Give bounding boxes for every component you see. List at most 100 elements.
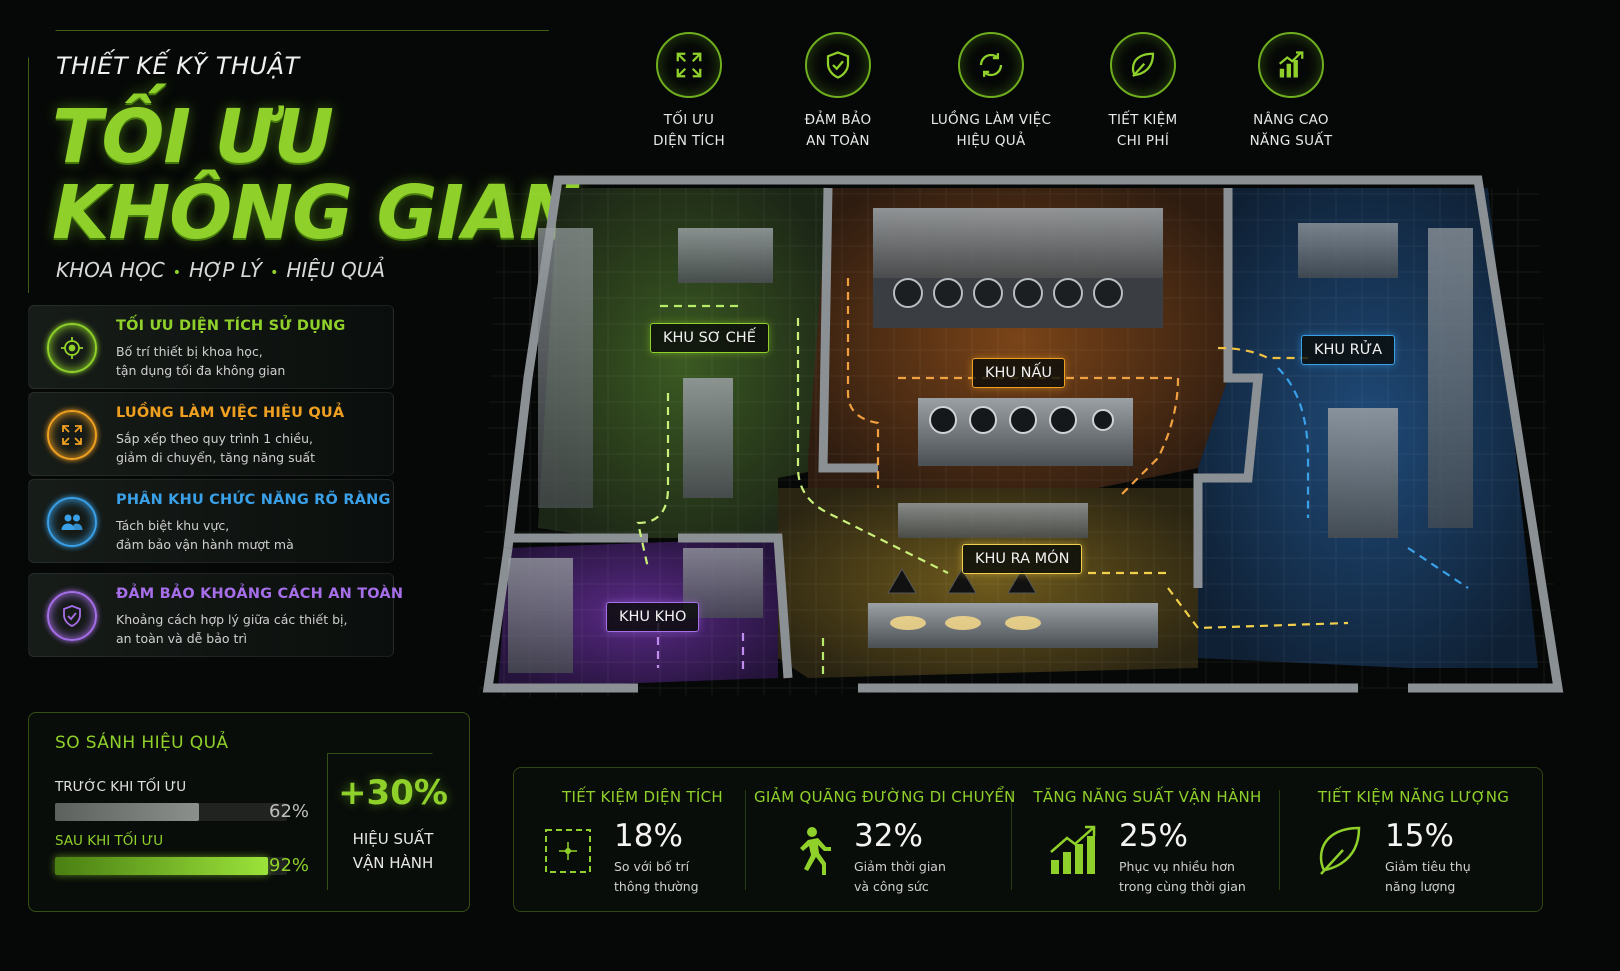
stat-desc-line: và công sức xyxy=(854,879,929,894)
stat-value: 25% xyxy=(1119,818,1188,854)
stat-value: 18% xyxy=(614,818,683,854)
leaf-icon xyxy=(1110,32,1176,98)
benefit-label-line: TỐI ƯU xyxy=(663,112,715,128)
feature-title: PHÂN KHU CHỨC NĂNG RÕ RÀNG xyxy=(116,492,391,508)
feature-desc-line: Sắp xếp theo quy trình 1 chiều, xyxy=(116,431,313,446)
wash-wall-counter xyxy=(1428,228,1473,528)
wash-sinks xyxy=(1298,223,1398,278)
stat-divider xyxy=(745,790,746,890)
feature-description: Bố trí thiết bị khoa học, tận dụng tối đa… xyxy=(116,342,285,380)
feature-title: ĐẢM BẢO KHOẢNG CÁCH AN TOÀN xyxy=(116,586,404,602)
tag-1: KHOA HỌC xyxy=(56,258,165,282)
prep-shelving xyxy=(678,228,773,283)
wall-segment xyxy=(482,547,638,693)
stat-desc-line: trong cùng thời gian xyxy=(1119,879,1246,894)
wall-segment xyxy=(1408,175,1564,693)
benefit-label-line: NÂNG CAO xyxy=(1253,112,1329,128)
flow-path-cook-wash xyxy=(1217,346,1308,360)
stat-desc-line: Phục vụ nhiều hơn xyxy=(1119,859,1235,874)
stat-desc-line: năng lượng xyxy=(1385,879,1456,894)
before-label: TRƯỚC KHI TỐI ƯU xyxy=(55,779,187,795)
before-percent: 62% xyxy=(269,801,310,822)
tag-2: HỢP LÝ xyxy=(188,258,263,282)
before-bar xyxy=(55,803,287,821)
stat-title: TĂNG NĂNG SUẤT VẬN HÀNH xyxy=(1033,788,1262,806)
feature-desc-line: Khoảng cách hợp lý giữa các thiết bị, xyxy=(116,612,348,627)
boost-frame xyxy=(327,753,448,890)
feature-card-safety: ĐẢM BẢO KHOẢNG CÁCH AN TOÀN Khoảng cách … xyxy=(28,573,403,657)
stat-description: Giảm tiêu thụ năng lượng xyxy=(1385,857,1471,897)
bar-growth-icon xyxy=(1050,825,1096,874)
target-icon xyxy=(47,323,97,373)
stat-title: TIẾT KIỆM DIỆN TÍCH xyxy=(562,788,723,806)
benefit-label-line: DIỆN TÍCH xyxy=(653,133,725,149)
feature-desc-line: giảm di chuyển, tăng năng suất xyxy=(116,450,316,465)
cycle-icon xyxy=(958,32,1024,98)
flow-path-serve-wash xyxy=(1167,587,1349,630)
stat-productivity: TĂNG NĂNG SUẤT VẬN HÀNH 25% Phục vụ nhiề… xyxy=(1019,768,1276,911)
stat-value: 32% xyxy=(854,818,923,854)
pendant-lamps xyxy=(887,568,1037,594)
feature-description: Khoảng cách hợp lý giữa các thiết bị, an … xyxy=(116,610,347,648)
benefit-area: TỐI ƯU DIỆN TÍCH xyxy=(614,32,764,152)
users-icon xyxy=(47,497,97,547)
feature-desc-line: Tách biệt khu vực, xyxy=(116,518,230,533)
wall-segment xyxy=(678,533,793,679)
leaf-icon xyxy=(1319,826,1361,875)
stat-value: 15% xyxy=(1385,818,1454,854)
stat-desc-line: Giảm tiêu thụ xyxy=(1385,859,1471,874)
workflow-paths xyxy=(636,278,1469,678)
serving-shelf xyxy=(898,503,1088,538)
benefit-label: NÂNG CAO NĂNG SUẤT xyxy=(1216,110,1366,152)
stat-title: TIẾT KIỆM NĂNG LƯỢNG xyxy=(1317,788,1510,806)
feature-card-workflow: LUỒNG LÀM VIỆC HIỆU QUẢ Sắp xếp theo quy… xyxy=(28,392,394,476)
zone-label-cook: KHU NẤU xyxy=(972,358,1066,388)
title-frame xyxy=(28,30,549,293)
stat-desc-line: thông thường xyxy=(614,879,699,894)
comparison-title: SO SÁNH HIỆU QUẢ xyxy=(55,733,229,753)
tag-separator: • xyxy=(172,265,181,281)
prep-island-table xyxy=(683,378,733,498)
feature-desc-line: an toàn và dễ bảo trì xyxy=(116,631,248,646)
benefit-label-line: NĂNG SUẤT xyxy=(1249,133,1333,149)
stat-distance-reduction: GIẢM QUÃNG ĐƯỜNG DI CHUYỂN 32% Giảm thời… xyxy=(754,768,1016,911)
area-frame-icon xyxy=(545,829,591,873)
boost-value: +30% xyxy=(338,773,448,813)
benefit-label-line: AN TOÀN xyxy=(806,133,870,149)
feature-desc-line: tận dụng tối đa không gian xyxy=(116,363,286,378)
tag-3: HIỆU QUẢ xyxy=(286,258,386,282)
benefit-productivity: NÂNG CAO NĂNG SUẤT xyxy=(1216,32,1366,152)
feature-description: Sắp xếp theo quy trình 1 chiều, giảm di c… xyxy=(116,429,315,467)
benefit-label: TỐI ƯU DIỆN TÍCH xyxy=(614,110,764,152)
feature-title: TỐI ƯU DIỆN TÍCH SỬ DỤNG xyxy=(116,318,346,334)
feature-description: Tách biệt khu vực,đảm bảo vận hành mượt … xyxy=(116,516,294,554)
flow-path-wash xyxy=(1277,367,1310,518)
shield-check-icon xyxy=(47,591,97,641)
stat-description: Phục vụ nhiều hơn trong cùng thời gian xyxy=(1119,857,1246,897)
before-bar-fill xyxy=(55,803,199,821)
shield-check-icon xyxy=(805,32,871,98)
hood-and-range xyxy=(873,208,1163,278)
flow-path-wash-exit xyxy=(1407,547,1469,589)
stat-title: GIẢM QUÃNG ĐƯỜNG DI CHUYỂN xyxy=(754,788,1016,806)
after-label: SAU KHI TỐI ƯU xyxy=(55,833,164,849)
after-percent: 92% xyxy=(269,855,310,876)
flow-path-cook xyxy=(846,278,880,488)
cooking-range xyxy=(873,208,1163,466)
feature-title: LUỒNG LÀM VIỆC HIỆU QUẢ xyxy=(116,405,345,421)
kitchen-floor-plan: KHU SƠ CHẾ KHU NẤU KHU RỬA KHU RA MÓN KH… xyxy=(478,168,1568,728)
benefit-label-line: TIẾT KIỆM xyxy=(1108,112,1178,128)
zone-label-wash: KHU RỬA xyxy=(1301,335,1396,365)
tag-separator: • xyxy=(270,265,279,281)
feature-desc-line: Bố trí thiết bị khoa học, xyxy=(116,344,263,359)
wall-segment xyxy=(818,187,878,473)
flow-path-cook-serve xyxy=(898,376,1180,499)
